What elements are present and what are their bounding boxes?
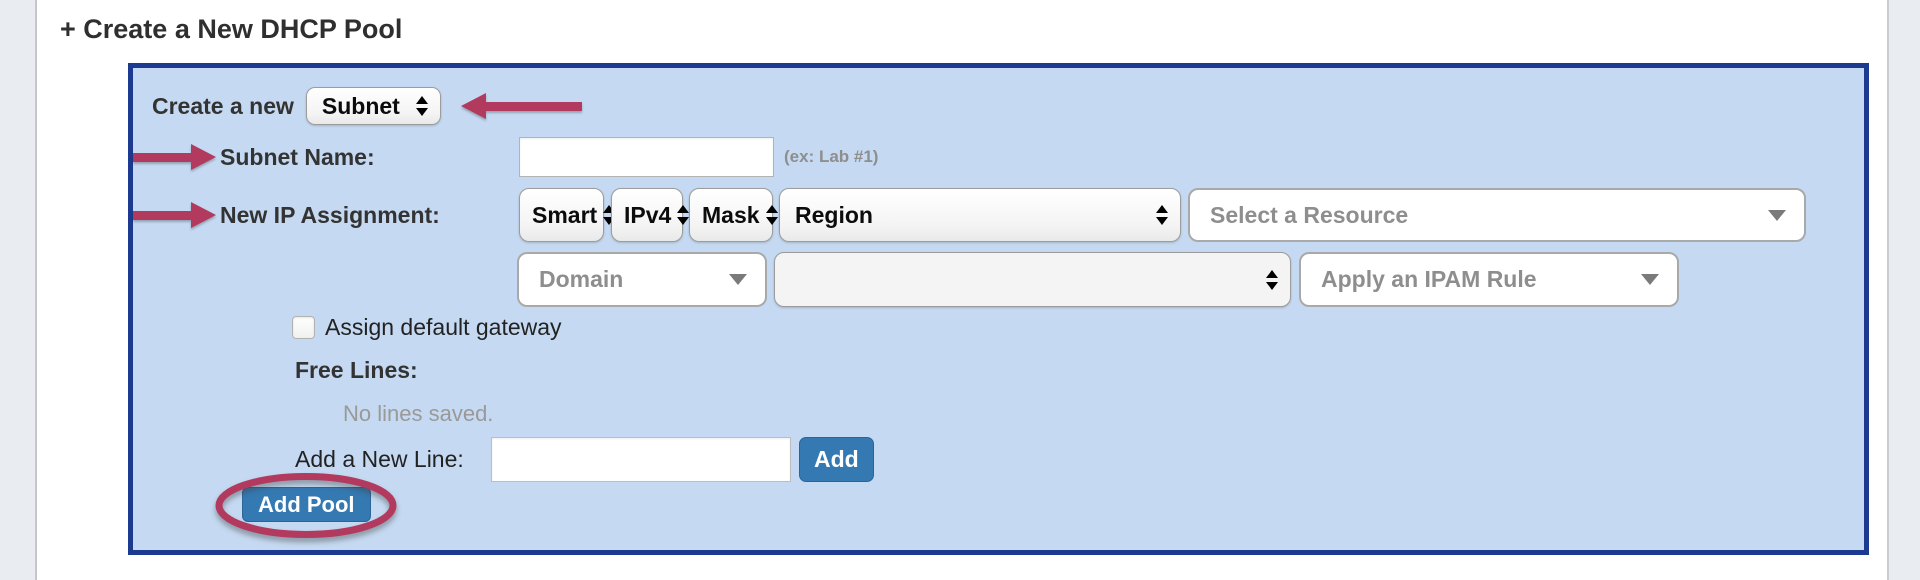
section-toggle-create-dhcp-pool[interactable]: + Create a New DHCP Pool	[60, 14, 403, 44]
ip-family-select[interactable]: IPv4	[611, 188, 690, 242]
subnet-name-hint: (ex: Lab #1)	[784, 147, 879, 166]
resource-placeholder: Select a Resource	[1210, 201, 1409, 228]
subnet-name-input[interactable]	[519, 137, 774, 177]
right-page-gutter	[1887, 0, 1920, 580]
submit-row: Add Pool	[242, 487, 371, 522]
stepper-icon	[603, 205, 616, 225]
pool-type-value: Subnet	[321, 92, 400, 119]
stepper-icon	[415, 96, 428, 116]
chevron-down-icon	[1768, 209, 1786, 221]
no-lines-saved-text: No lines saved.	[343, 401, 494, 426]
ip-mask-select[interactable]: Mask	[689, 188, 778, 242]
stepper-icon	[1156, 205, 1168, 225]
subnet-name-row: Subnet Name: (ex: Lab #1)	[133, 137, 878, 177]
add-line-row: Add a New Line: Add	[295, 437, 874, 482]
pool-select-empty[interactable]	[774, 252, 1291, 307]
ip-assignment-row: New IP Assignment: Smart IPv4 Mask Regio…	[133, 188, 1806, 242]
ip-mode-value: Smart	[532, 201, 598, 228]
secondary-selects-row: Domain Apply an IPAM Rule	[517, 252, 1679, 307]
region-select[interactable]: Region	[779, 188, 1181, 242]
add-line-button[interactable]: Add	[799, 437, 874, 482]
subnet-name-label: Subnet Name:	[220, 143, 375, 170]
add-line-label: Add a New Line:	[295, 446, 464, 472]
annotation-arrow-subnet-name	[133, 144, 216, 170]
free-lines-label: Free Lines:	[295, 356, 418, 383]
stepper-icon	[677, 205, 690, 225]
ip-mask-value: Mask	[702, 201, 760, 228]
pool-type-select[interactable]: Subnet	[305, 87, 441, 125]
gateway-checkbox[interactable]	[292, 315, 315, 339]
resource-select[interactable]: Select a Resource	[1188, 188, 1806, 242]
free-lines-row: Free Lines:	[295, 356, 418, 383]
gateway-label: Assign default gateway	[325, 313, 562, 340]
gateway-row: Assign default gateway	[292, 313, 562, 340]
add-line-input[interactable]	[491, 437, 791, 482]
create-a-new-label: Create a new	[152, 92, 294, 119]
pool-type-row: Create a new Subnet	[152, 87, 582, 125]
add-pool-button[interactable]: Add Pool	[242, 487, 371, 522]
left-page-gutter	[0, 0, 37, 580]
chevron-down-icon	[729, 274, 747, 285]
ip-assignment-label: New IP Assignment:	[220, 201, 440, 228]
domain-placeholder: Domain	[539, 266, 624, 292]
chevron-down-icon	[1641, 274, 1659, 285]
region-value: Region	[795, 201, 873, 228]
stepper-icon	[765, 205, 778, 225]
stepper-icon	[1266, 269, 1278, 290]
ip-mode-select[interactable]: Smart	[519, 188, 616, 242]
annotation-arrow-pool-type	[460, 93, 582, 119]
dhcp-pool-form-panel: Create a new Subnet Subnet Name: (ex: La…	[128, 63, 1869, 555]
ipam-rule-select[interactable]: Apply an IPAM Rule	[1299, 252, 1679, 307]
ip-family-value: IPv4	[624, 201, 672, 228]
ipam-rule-placeholder: Apply an IPAM Rule	[1321, 266, 1537, 292]
annotation-arrow-ip-assignment	[133, 202, 216, 228]
free-lines-empty-row: No lines saved.	[343, 401, 494, 426]
domain-select[interactable]: Domain	[517, 252, 767, 307]
